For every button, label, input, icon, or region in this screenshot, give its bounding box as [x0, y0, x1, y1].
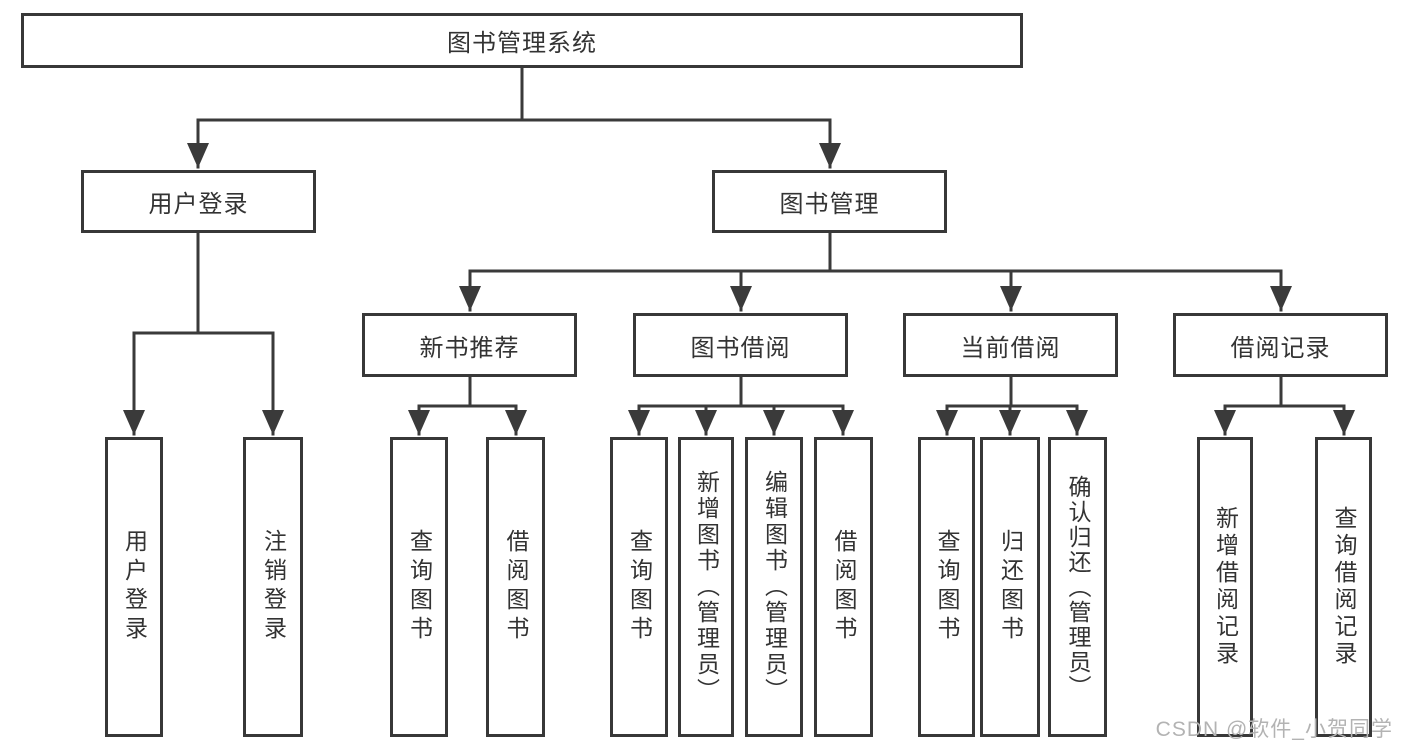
leaf-user-login: 用户登录	[105, 437, 163, 737]
node-user-login: 用户登录	[81, 170, 316, 233]
node-book-borrowing: 图书借阅	[633, 313, 848, 377]
node-book-management-label: 图书管理	[779, 191, 880, 218]
leaf-return-books: 归还图书	[980, 437, 1040, 737]
leaf-confirm-return-admin: 确认归还（管理员）	[1048, 437, 1107, 737]
node-user-login-label: 用户登录	[148, 191, 249, 218]
leaf-borrow-books-recommend: 借阅图书	[486, 437, 545, 737]
node-new-book-recommend: 新书推荐	[362, 313, 577, 377]
leaf-query-books-recommend-label: 查询图书	[406, 529, 433, 645]
node-borrowing-records-label: 借阅记录	[1230, 334, 1331, 362]
leaf-confirm-return-admin-label: 确认归还（管理员）	[1065, 474, 1091, 700]
leaf-add-books-admin-label: 新增图书（管理员）	[693, 470, 720, 704]
node-borrowing-records: 借阅记录	[1173, 313, 1388, 377]
leaf-query-borrow-record-label: 查询借阅记录	[1331, 506, 1357, 668]
node-current-borrowing-label: 当前借阅	[960, 334, 1061, 362]
leaf-query-books-recommend: 查询图书	[390, 437, 448, 737]
leaf-add-books-admin: 新增图书（管理员）	[678, 437, 734, 737]
node-root: 图书管理系统	[21, 13, 1023, 68]
leaf-logout: 注销登录	[243, 437, 303, 737]
leaf-query-books-borrowing: 查询图书	[610, 437, 668, 737]
leaf-borrow-books-recommend-label: 借阅图书	[503, 529, 529, 645]
leaf-logout-label: 注销登录	[260, 529, 287, 645]
leaf-add-borrow-record-label: 新增借阅记录	[1212, 506, 1239, 668]
leaf-edit-books-admin: 编辑图书（管理员）	[745, 437, 803, 737]
leaf-query-books-borrowing-label: 查询图书	[626, 529, 653, 645]
node-root-label: 图书管理系统	[447, 30, 597, 57]
leaf-query-borrow-record: 查询借阅记录	[1315, 437, 1372, 737]
node-current-borrowing: 当前借阅	[903, 313, 1118, 377]
node-new-book-recommend-label: 新书推荐	[419, 334, 520, 362]
leaf-return-books-label: 归还图书	[997, 529, 1024, 645]
leaf-query-books-current: 查询图书	[918, 437, 975, 737]
node-book-management: 图书管理	[712, 170, 947, 233]
watermark-text: CSDN @软件_小贺同学	[1155, 718, 1393, 741]
leaf-edit-books-admin-label: 编辑图书（管理员）	[761, 470, 788, 704]
leaf-user-login-label: 用户登录	[121, 529, 148, 645]
leaf-add-borrow-record: 新增借阅记录	[1197, 437, 1253, 737]
leaf-borrow-books-borrowing: 借阅图书	[814, 437, 873, 737]
leaf-query-books-current-label: 查询图书	[934, 529, 960, 645]
leaf-borrow-books-borrowing-label: 借阅图书	[831, 529, 857, 645]
node-book-borrowing-label: 图书借阅	[690, 334, 791, 362]
